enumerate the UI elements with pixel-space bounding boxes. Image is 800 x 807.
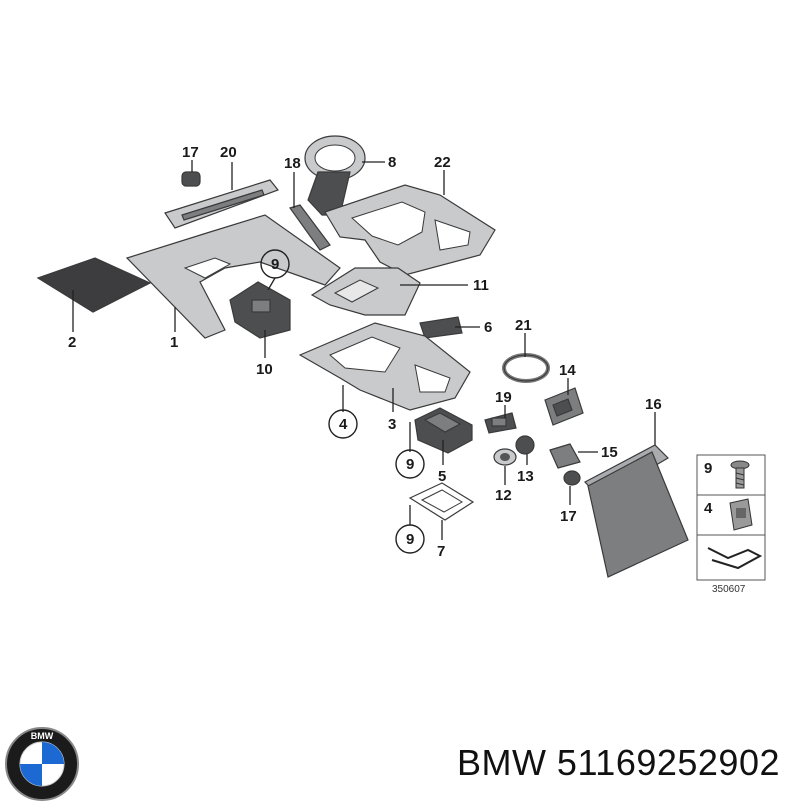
part-2-mat	[36, 257, 152, 313]
callout-2: 2	[68, 334, 76, 351]
part-21-ring	[502, 353, 550, 383]
callout-6: 6	[484, 319, 492, 336]
callout-17-bottom: 17	[560, 508, 577, 525]
part-17-clip-lower	[563, 470, 581, 486]
callout-9-c: 9	[406, 531, 414, 548]
part-1-console-trim	[125, 214, 341, 339]
fastener-legend: 9 4 350607	[696, 454, 766, 595]
callout-1: 1	[170, 334, 178, 351]
part-17-clip	[181, 171, 201, 187]
legend-label-4: 4	[704, 500, 713, 517]
part-8-shift-surround	[304, 135, 366, 216]
callout-8: 8	[388, 154, 396, 171]
part-18-bracket	[289, 204, 331, 251]
svg-text:BMW: BMW	[31, 731, 54, 741]
screw-icon	[730, 460, 750, 489]
callout-labels: 17 20 18 8 22 9 11 2 1 10 6 21 14 4 3 19…	[68, 144, 662, 560]
callout-11: 11	[473, 277, 489, 294]
part-14-bracket	[544, 387, 584, 426]
part-22-trim-frame	[324, 184, 496, 276]
callout-22: 22	[434, 154, 451, 171]
image-number: 350607	[712, 584, 746, 595]
clip-icon	[729, 498, 753, 531]
part-5-tray	[414, 407, 473, 454]
callout-17-top: 17	[182, 144, 199, 161]
part-3-lower-trim	[298, 322, 471, 411]
part-13-knob	[515, 435, 535, 455]
callout-10: 10	[256, 361, 273, 378]
part-19-switch	[484, 412, 517, 434]
part-16-rear-panel	[584, 444, 689, 578]
callout-21: 21	[515, 317, 532, 334]
callout-9-a: 9	[271, 256, 279, 273]
part-15-clip	[549, 443, 581, 469]
part-number: BMW 51169252902	[456, 742, 780, 783]
callout-3: 3	[388, 416, 396, 433]
callout-14: 14	[559, 362, 576, 379]
part-12-bezel	[493, 448, 517, 466]
callout-13: 13	[517, 468, 534, 485]
part-11-shift-plate	[310, 267, 421, 316]
callout-4: 4	[339, 416, 348, 433]
callout-9-b: 9	[406, 456, 414, 473]
callout-12: 12	[495, 487, 512, 504]
part-20-trim-strip	[164, 179, 279, 229]
part-7-frame	[408, 482, 475, 521]
callout-7: 7	[437, 543, 445, 560]
callout-circles	[260, 249, 425, 554]
arrow-icon	[707, 547, 763, 570]
callout-19: 19	[495, 389, 512, 406]
bmw-logo: BMW	[4, 726, 80, 802]
part-6-panel	[419, 316, 463, 339]
callout-16: 16	[645, 396, 662, 413]
callout-5: 5	[438, 468, 446, 485]
callout-15: 15	[601, 444, 618, 461]
callout-18: 18	[284, 155, 301, 172]
leader-lines	[72, 160, 656, 540]
legend-label-9: 9	[704, 460, 712, 477]
callout-20: 20	[220, 144, 237, 161]
part-10-mechanism	[229, 281, 291, 339]
